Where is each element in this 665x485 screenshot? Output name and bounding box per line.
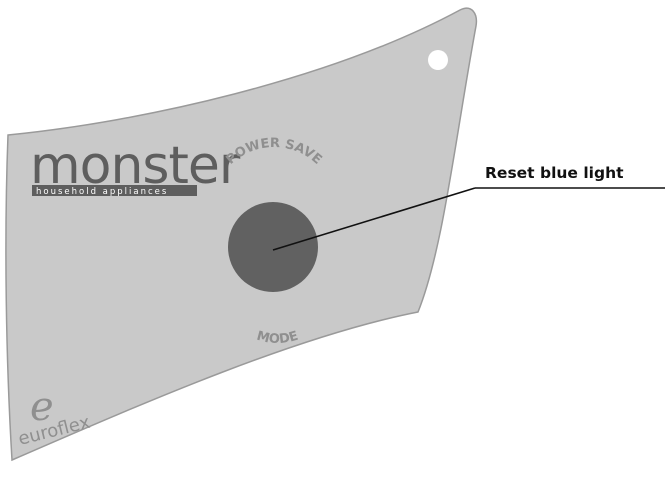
brand-tagline: household appliances xyxy=(36,187,168,197)
euroflex-e-icon: e xyxy=(30,384,54,430)
mode-label: MODE xyxy=(255,329,300,348)
euroflex-logo: e euroflex xyxy=(16,384,92,450)
reset-button[interactable] xyxy=(228,202,318,292)
callout-label: Reset blue light xyxy=(485,164,624,182)
mode-label-path: MODE xyxy=(255,329,300,348)
mounting-hole xyxy=(428,50,448,70)
brand-logo: monster household appliances xyxy=(30,136,242,197)
callout-leader-line xyxy=(272,187,476,251)
brand-tagline-bar xyxy=(32,185,197,196)
